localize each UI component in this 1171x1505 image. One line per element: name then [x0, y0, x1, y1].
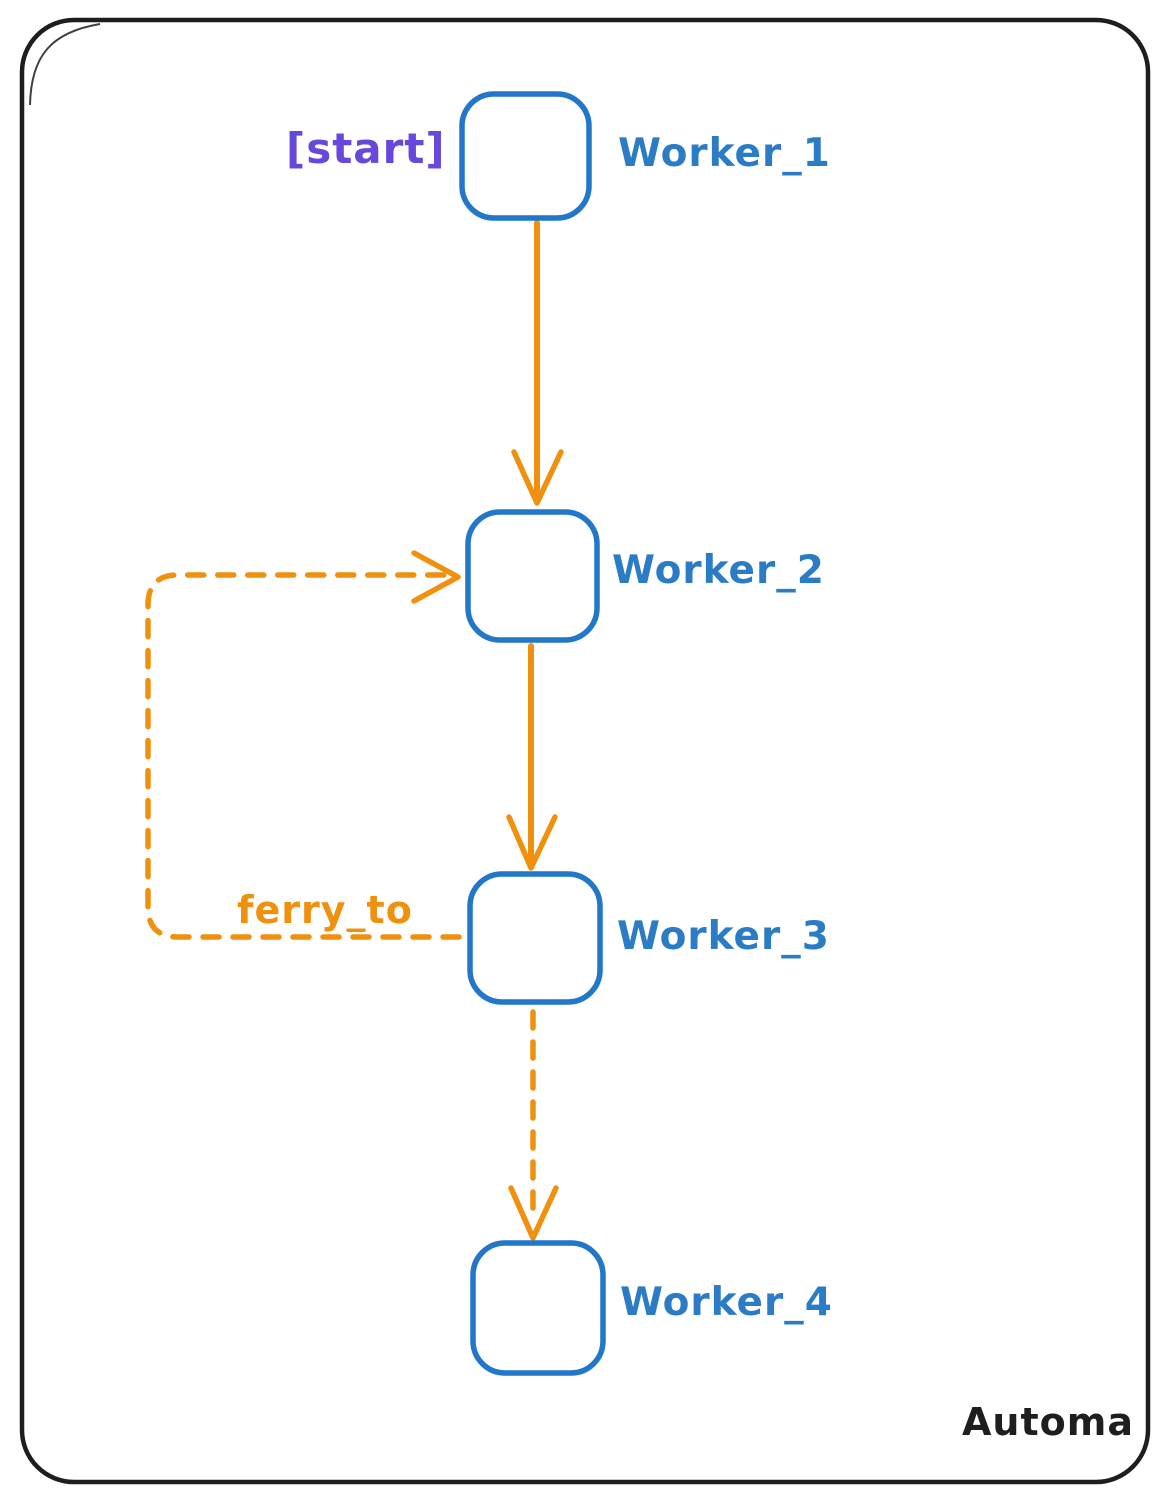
node-label-worker-4: Worker_4 — [620, 1280, 833, 1325]
edge-label-ferry-to: ferry_to — [237, 888, 413, 932]
page-frame — [19, 17, 1151, 1485]
arrowhead-down-icon — [508, 1185, 559, 1241]
start-annotation: [start] — [286, 124, 446, 173]
node-worker-1[interactable] — [459, 91, 592, 221]
arrowhead-down-icon — [511, 449, 564, 506]
arrowhead-down-icon — [506, 814, 558, 871]
node-label-worker-2: Worker_2 — [612, 548, 825, 593]
node-label-worker-3: Worker_3 — [617, 914, 830, 959]
arrowhead-right-icon — [411, 550, 461, 604]
node-label-worker-1: Worker_1 — [618, 131, 831, 176]
edge-worker3-worker2-loop — [145, 572, 462, 940]
watermark-automa: Automa — [962, 1400, 1134, 1444]
frame-corner-fold — [29, 23, 101, 106]
node-worker-2[interactable] — [465, 509, 600, 643]
node-worker-3[interactable] — [467, 871, 603, 1005]
node-worker-4[interactable] — [470, 1240, 606, 1376]
